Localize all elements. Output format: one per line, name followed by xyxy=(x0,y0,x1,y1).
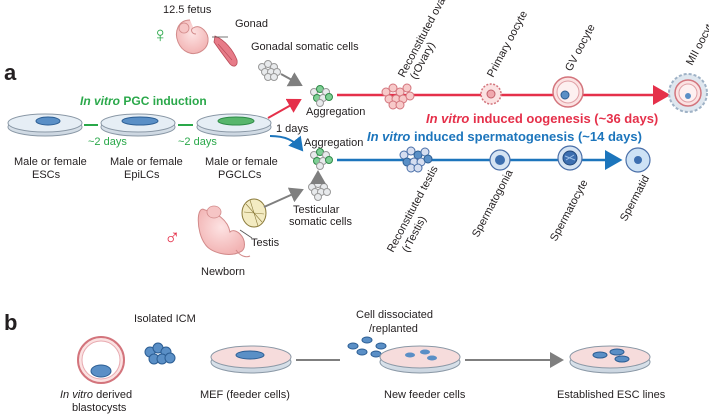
epilcs-label-2: EpiLCs xyxy=(124,169,160,181)
primary-oocyte-label: Primary oocyte xyxy=(485,9,530,79)
aggregation-bottom-label: Aggregation xyxy=(304,137,363,149)
panel-a-letter: a xyxy=(4,60,17,85)
blastocyst-icon xyxy=(77,336,125,384)
testis-arrow xyxy=(263,187,304,208)
aggregation-top-label: Aggregation xyxy=(306,106,365,118)
established-label: Established ESC lines xyxy=(557,389,666,401)
spermatogonia-icon xyxy=(489,149,511,171)
escs-label-2: ESCs xyxy=(32,169,61,181)
new-feeder-dish xyxy=(379,345,461,374)
spermatid-icon xyxy=(625,147,651,173)
dissociated-cells-icon xyxy=(347,336,387,358)
blastocysts-label-2: blastocysts xyxy=(72,402,127,414)
spermatocyte-icon xyxy=(557,145,583,171)
male-symbol-icon: ♂ xyxy=(164,224,181,249)
days-left-label: ~2 days xyxy=(88,136,127,148)
days-mid-label: ~2 days xyxy=(178,136,217,148)
one-days-label: 1 days xyxy=(276,123,309,135)
cell-dissociated-label-1: Cell dissociated xyxy=(356,309,433,321)
testicular-label-2: somatic cells xyxy=(289,216,352,228)
primary-oocyte-icon xyxy=(480,83,502,105)
oogenesis-title: In vitro induced oogenesis (~36 days) xyxy=(426,111,658,126)
gonad-label: Gonad xyxy=(235,18,268,30)
spermatogonia-label: Spermatogonia xyxy=(470,167,516,239)
pgclc-to-testis-arrow xyxy=(269,135,304,152)
icm-cluster-icon xyxy=(144,342,176,365)
testis-illustration xyxy=(241,198,267,228)
established-dish xyxy=(569,345,651,374)
testis-label: Testis xyxy=(251,237,280,249)
dish-epilcs xyxy=(100,113,176,137)
escs-label-1: Male or female xyxy=(14,156,87,168)
gv-oocyte-label: GV oocyte xyxy=(563,22,598,73)
spermatid-label: Spermatid xyxy=(618,174,652,224)
pgclcs-label-2: PGCLCs xyxy=(218,169,262,181)
testicular-somatic-cells-icon xyxy=(308,180,331,201)
fetus-illustration xyxy=(176,19,209,55)
mii-oocyte-icon xyxy=(668,73,708,113)
mef-label: MEF (feeder cells) xyxy=(200,389,290,401)
gv-oocyte-icon xyxy=(552,76,584,108)
aggregation-top-icon xyxy=(310,85,333,107)
spermatocyte-label: Spermatocyte xyxy=(548,178,590,244)
gonadal-somatic-cells-icon xyxy=(258,60,281,81)
gonadal-somatic-label: Gonadal somatic cells xyxy=(251,41,359,53)
mef-dish xyxy=(210,345,292,374)
blastocysts-label-1: In vitro derived xyxy=(60,389,132,401)
pgclc-to-ovary-arrow xyxy=(267,98,302,119)
dish-escs xyxy=(7,113,83,137)
gonadal-arrow xyxy=(280,72,303,87)
dish-pgclcs xyxy=(196,113,272,137)
rtestis-icon xyxy=(399,146,433,173)
spermatogenesis-title: In vitro induced spermatogenesis (~14 da… xyxy=(367,129,642,144)
female-symbol-icon: ♀ xyxy=(152,22,169,47)
testicular-label-1: Testicular xyxy=(293,204,340,216)
newborn-label: Newborn xyxy=(201,266,245,278)
epilcs-label-1: Male or female xyxy=(110,156,183,168)
new-feeder-label: New feeder cells xyxy=(384,389,466,401)
panel-b-letter: b xyxy=(4,310,17,335)
mii-oocyte-label: MII oocyte xyxy=(684,17,709,67)
cell-dissociated-label-2: /replanted xyxy=(369,323,418,335)
newborn-mouse-illustration xyxy=(197,205,251,258)
rovary-icon xyxy=(381,83,415,110)
pgc-induction-label: In vitro PGC induction xyxy=(80,94,207,108)
gonad-illustration xyxy=(213,35,238,67)
testis-pointer xyxy=(239,229,253,239)
fetus-label: 12.5 fetus xyxy=(163,4,212,16)
pgclcs-label-1: Male or female xyxy=(205,156,278,168)
isolated-icm-label: Isolated ICM xyxy=(134,313,196,325)
aggregation-bottom-icon xyxy=(310,148,333,170)
